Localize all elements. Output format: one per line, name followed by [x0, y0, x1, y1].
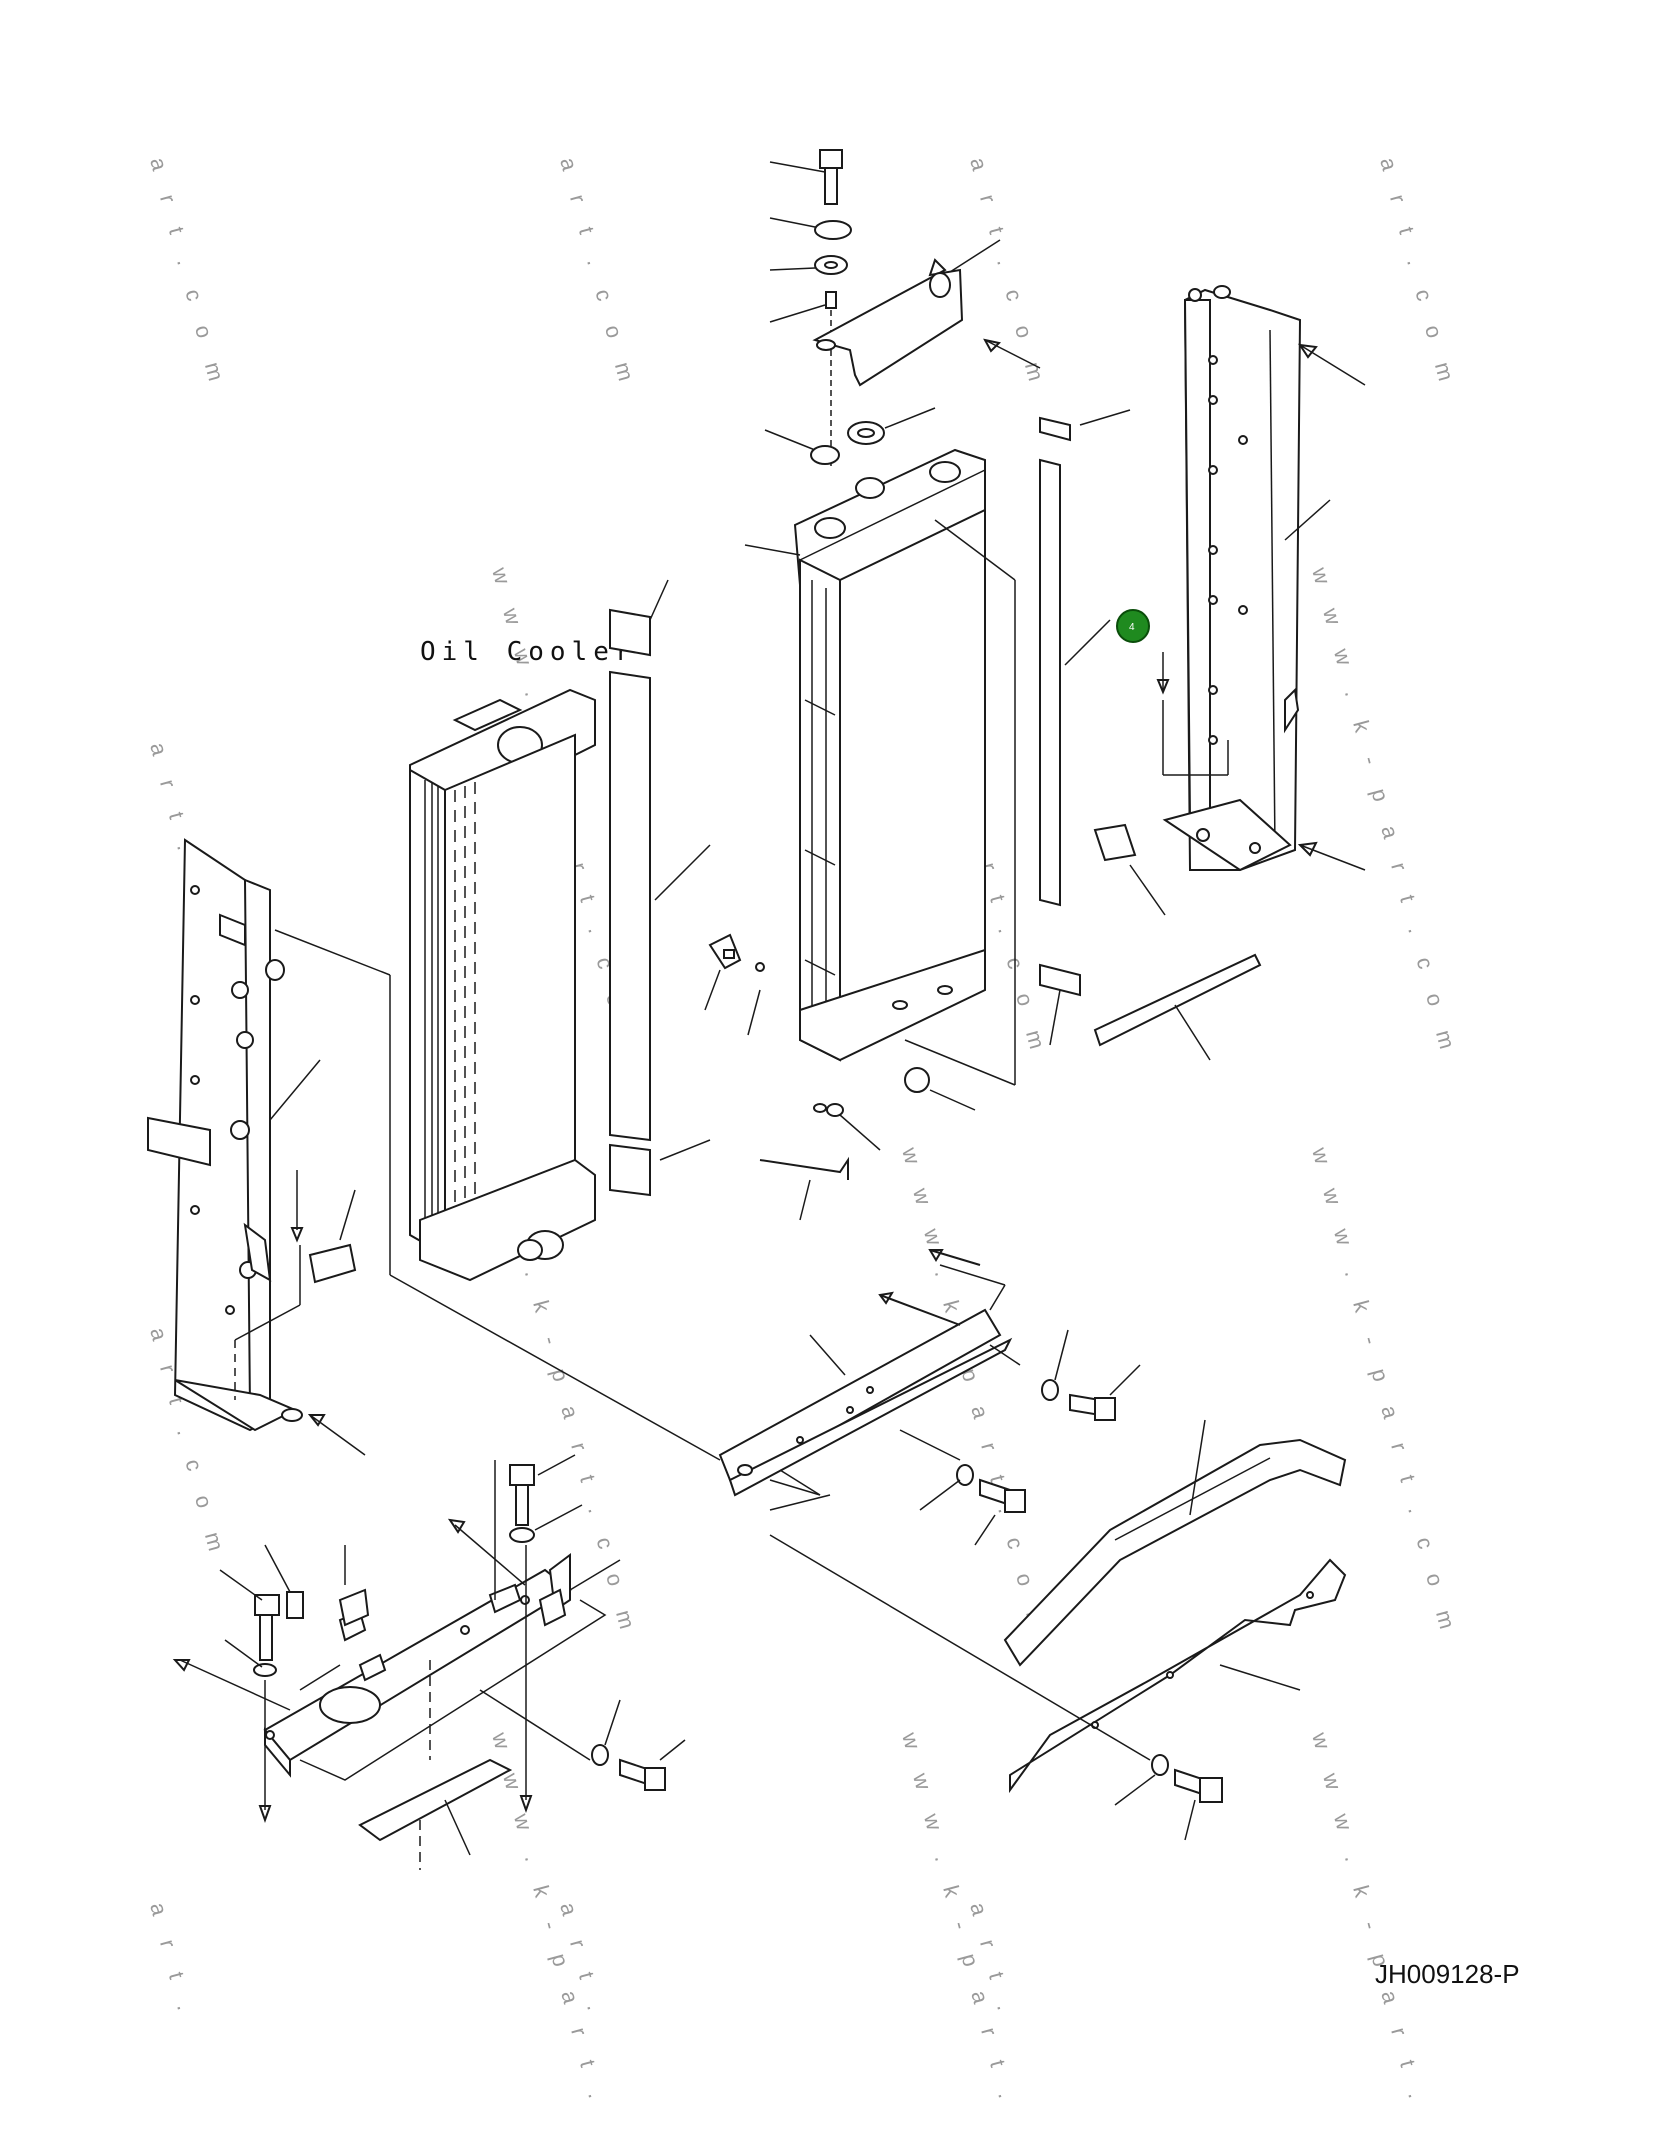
drain-parts	[704, 933, 976, 1221]
lower-fasteners	[919, 1329, 1141, 1546]
radiator-core	[744, 448, 1016, 1086]
watermark: a r t . c o m	[145, 155, 231, 393]
seal-strips	[1039, 409, 1262, 1061]
callout-number: 4	[1129, 622, 1135, 633]
top-bolt-stack	[769, 149, 852, 470]
drawing-code: JH009128-P	[1375, 1959, 1520, 1989]
bottom-right-cover	[769, 1419, 1347, 1841]
callout-4[interactable]: 4	[1116, 609, 1150, 643]
oil-cooler-seals	[609, 579, 711, 1197]
oil-cooler: Oil Cooler	[409, 637, 637, 1282]
watermark: a r t . c o m	[965, 155, 1051, 393]
left-side-frame	[147, 838, 721, 1461]
watermark: a r t .	[145, 1900, 200, 2023]
right-side-frame	[1156, 285, 1366, 872]
bottom-left-bolts	[172, 1454, 686, 1823]
watermark: w w w . k - p a r t .	[897, 1729, 1022, 2110]
bottom-left-plate	[263, 1460, 621, 1870]
lower-bracket	[718, 1249, 1021, 1511]
watermark: a r t . c o m	[555, 155, 641, 393]
upper-bracket	[812, 239, 1041, 387]
watermark: w w w . k - p a r t .	[1307, 1729, 1432, 2110]
cap-seals	[764, 407, 936, 465]
watermark: w w w . k - p a r t .	[487, 1729, 612, 2110]
watermark: w w w . k - p a r t . c o m	[1307, 564, 1463, 1061]
oil-cooler-label: Oil Cooler	[420, 637, 637, 667]
watermark: a r t . c o m	[1375, 155, 1461, 393]
